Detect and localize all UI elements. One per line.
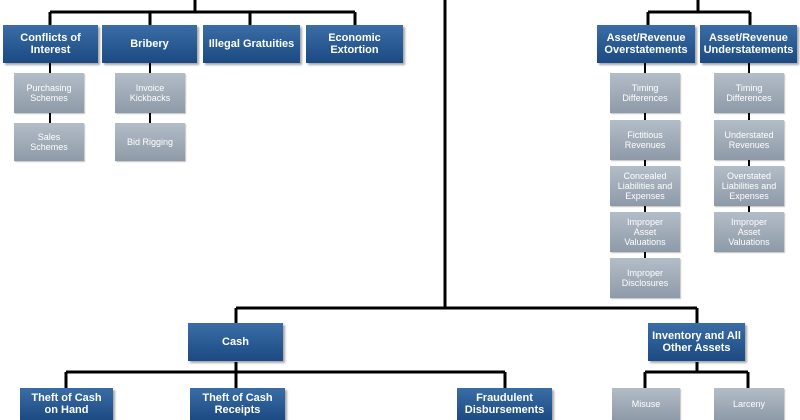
- theft-cash-receipts-box: Theft of Cash Receipts: [190, 388, 285, 420]
- bid-rigging-box: Bid Rigging: [115, 123, 185, 161]
- understated-revenues-box: Understated Revenues: [714, 120, 784, 160]
- improper-disclosures-box: Improper Disclosures: [610, 258, 680, 298]
- cash-box: Cash: [188, 323, 283, 361]
- under-timing-differences-box: Timing Differences: [714, 73, 784, 113]
- over-timing-differences-box: Timing Differences: [610, 73, 680, 113]
- asset-revenue-overstatements-box: Asset/Revenue Overstatements: [597, 25, 695, 63]
- purchasing-schemes-box: Purchasing Schemes: [14, 73, 84, 113]
- economic-extortion-box: Economic Extortion: [306, 25, 403, 63]
- illegal-gratuities-box: Illegal Gratuities: [203, 25, 300, 63]
- under-improper-asset-valuations-box: Improper Asset Valuations: [714, 212, 784, 252]
- inventory-other-assets-box: Inventory and All Other Assets: [648, 323, 745, 361]
- misuse-box: Misuse: [612, 388, 680, 420]
- overstated-liabilities-box: Overstated Liabilities and Expenses: [714, 166, 784, 206]
- conflicts-of-interest-box: Conflicts of Interest: [3, 25, 98, 63]
- fraudulent-disbursements-box: Fraudulent Disbursements: [457, 388, 552, 420]
- over-improper-asset-valuations-box: Improper Asset Valuations: [610, 212, 680, 252]
- fictitious-revenues-box: Fictitious Revenues: [610, 120, 680, 160]
- sales-schemes-box: Sales Schemes: [14, 123, 84, 161]
- bribery-box: Bribery: [102, 25, 197, 63]
- larceny-box: Larceny: [714, 388, 784, 420]
- invoice-kickbacks-box: Invoice Kickbacks: [115, 73, 185, 113]
- asset-revenue-understatements-box: Asset/Revenue Understatements: [700, 25, 797, 63]
- theft-cash-on-hand-box: Theft of Cash on Hand: [20, 388, 113, 420]
- concealed-liabilities-box: Concealed Liabilities and Expenses: [610, 166, 680, 206]
